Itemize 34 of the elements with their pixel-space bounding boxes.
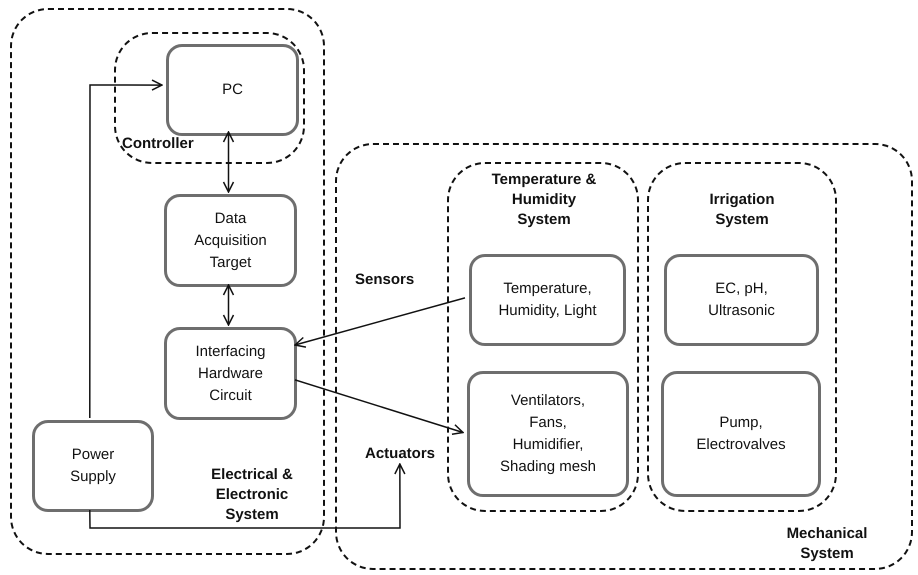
group-title: Irrigation System (708, 190, 776, 230)
box-text: Temperature, Humidity, Light (497, 279, 598, 321)
group-title: Electrical & Electronic System (210, 465, 294, 525)
group-title: Temperature & Humidity System (490, 170, 598, 230)
arrow (294, 379, 464, 436)
dashed-group (335, 143, 913, 570)
box-text: Ventilators, Fans, Humidifier, Shading mesh (499, 391, 597, 477)
process-box (469, 254, 626, 346)
arrow (222, 131, 234, 193)
side-label: Sensors (355, 270, 414, 290)
process-box (164, 327, 297, 420)
arrow (89, 79, 163, 418)
process-box (661, 371, 821, 497)
process-box (164, 194, 297, 287)
arrow (222, 284, 234, 326)
process-box (664, 254, 819, 346)
process-box (32, 420, 154, 512)
group-title: Controller (122, 134, 195, 154)
box-text: PC (222, 80, 243, 100)
box-text: Data Acquisition Target (193, 208, 268, 272)
dashed-group (447, 162, 639, 512)
box-text: Pump, Electrovalves (695, 413, 787, 455)
arrow (294, 297, 466, 348)
dashed-group (647, 162, 837, 512)
process-box (166, 44, 299, 136)
box-text: Power Supply (69, 445, 117, 487)
dashed-group (10, 8, 325, 555)
arrow (89, 463, 406, 529)
group-title: Mechanical System (786, 524, 868, 564)
process-box (467, 371, 629, 497)
box-text: Interfacing Hardware Circuit (194, 342, 267, 406)
box-text: EC, pH, Ultrasonic (707, 279, 776, 321)
dashed-group (114, 32, 305, 164)
node-label: Actuators (354, 444, 446, 466)
